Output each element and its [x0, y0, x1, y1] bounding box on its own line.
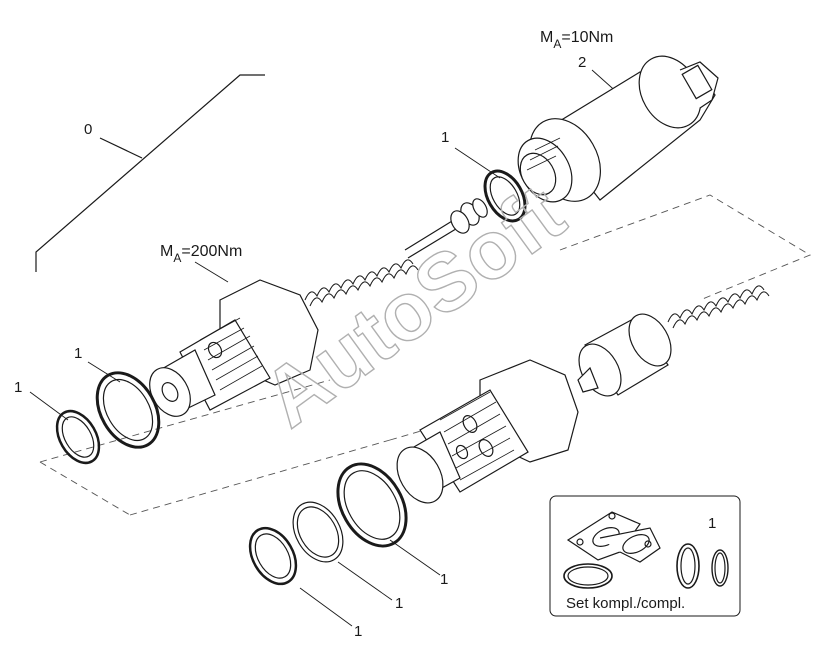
assembly-bracket — [35, 74, 265, 272]
callout-0: 0 — [84, 121, 92, 138]
valve-body-upper — [149, 279, 319, 417]
spring-lower — [667, 285, 770, 329]
kit-caption: Set kompl./compl. — [566, 595, 685, 612]
callout-2: 2 — [578, 54, 586, 71]
kit-o-ring-small — [711, 549, 729, 587]
o-ring-sensor — [483, 169, 527, 223]
o-ring-left-large — [95, 371, 161, 449]
callout-1-lower-small: 1 — [354, 623, 362, 640]
callout-1-lower-large: 1 — [440, 571, 448, 588]
piston — [577, 313, 672, 397]
torque-sensor: MA=10Nm — [540, 29, 613, 51]
callout-1-left-large: 1 — [74, 345, 82, 362]
spring-upper — [304, 259, 419, 307]
callout-labels: 0 1 2 1 1 1 1 1 MA=10Nm MA=200Nm 1 Set k… — [14, 29, 716, 640]
o-ring-lower-small — [248, 526, 298, 586]
kit-box — [549, 495, 741, 617]
callout-1-lower-medium: 1 — [395, 595, 403, 612]
o-ring-lower-medium — [292, 501, 344, 563]
callout-1-sensor-ring: 1 — [441, 129, 449, 146]
kit-callout: 1 — [708, 515, 716, 532]
kit-o-ring-large — [676, 543, 700, 589]
o-ring-lower-large — [336, 462, 408, 548]
callout-1-left-small: 1 — [14, 379, 22, 396]
valve-body-lower — [396, 359, 579, 504]
assembly-dashed-outline — [39, 194, 812, 516]
pressure-sensor — [517, 55, 719, 203]
plunger-pin — [404, 198, 488, 259]
torque-valve: MA=200Nm — [160, 243, 242, 265]
kit-o-ring-flat — [563, 563, 613, 589]
o-ring-left-small — [55, 409, 101, 465]
